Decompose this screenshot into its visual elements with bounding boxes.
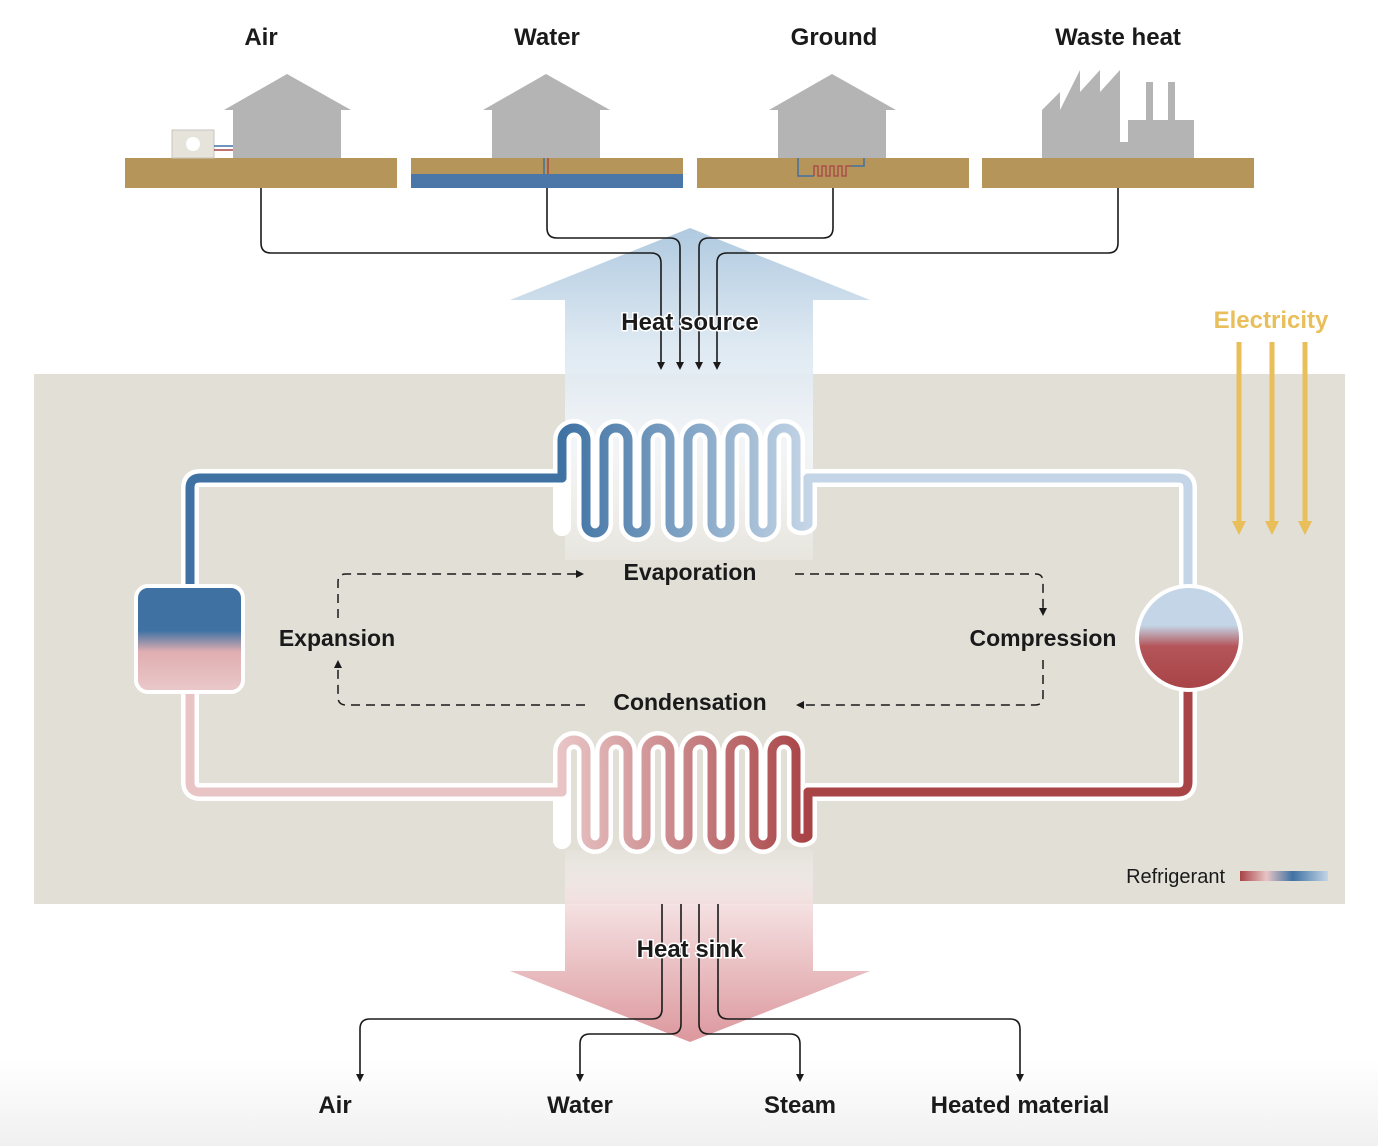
ground-strip [697,158,969,188]
ground-loop-coil [813,165,852,177]
stage-label-expansion: Expansion [279,625,395,651]
ground-loop-icon [797,158,865,177]
refrigerant-circuit [181,419,1197,854]
stage-label-condensation: Condensation [613,689,766,715]
house-building [224,74,351,110]
chimney [1168,82,1175,122]
legend-gradient-swatch [1240,871,1328,881]
electricity-label: Electricity [1214,307,1329,334]
house-building [769,74,896,110]
pipe-compressor-to-condenser [803,685,1193,797]
expansion-valve [134,584,245,694]
pipe-condenser-to-expansion [185,685,567,797]
sink-label-water: Water [547,1092,613,1119]
house-building [483,74,610,110]
water-layer [411,174,683,188]
heat-sink-label: Heat sink [637,936,744,963]
sink-label-steam: Steam [764,1092,836,1119]
chimney [1146,82,1153,122]
ground-strip [125,158,397,188]
source-air-scene [125,74,397,188]
fan-icon [186,137,200,151]
source-label-ground: Ground [791,24,878,51]
source-ground-scene [697,74,969,188]
factory-annex [1128,120,1194,158]
source-water-scene [411,74,683,188]
stage-label-compression: Compression [970,625,1117,651]
ground-strip [982,158,1254,188]
source-waste-heat-scene [982,70,1254,188]
house-building-body [778,110,886,158]
condenser-coil [557,735,813,850]
heat-sink-arrow [510,850,870,1042]
source-label-air: Air [244,24,277,51]
factory-icon [1042,70,1120,158]
cycle-direction-arrows [334,570,1047,709]
electricity-arrows [1232,342,1312,535]
house-building-body [233,110,341,158]
sink-label-air: Air [318,1092,351,1119]
evaporator-coil [557,423,813,538]
sink-connectors [356,904,1024,1082]
pipe-expansion-to-evaporator [185,473,567,595]
sink-label-heated-material: Heated material [931,1092,1110,1119]
ground-strip [411,158,683,174]
pipe-evaporator-to-compressor [803,473,1193,595]
stage-label-evaporation: Evaporation [624,559,757,585]
heat-source-label: Heat source [621,309,758,336]
legend-label: Refrigerant [1126,866,1225,888]
compressor [1135,584,1243,692]
source-connectors [260,188,1119,370]
house-building-body [492,110,600,158]
source-label-waste-heat: Waste heat [1055,24,1181,51]
source-label-water: Water [514,24,580,51]
factory-link [1118,142,1130,158]
